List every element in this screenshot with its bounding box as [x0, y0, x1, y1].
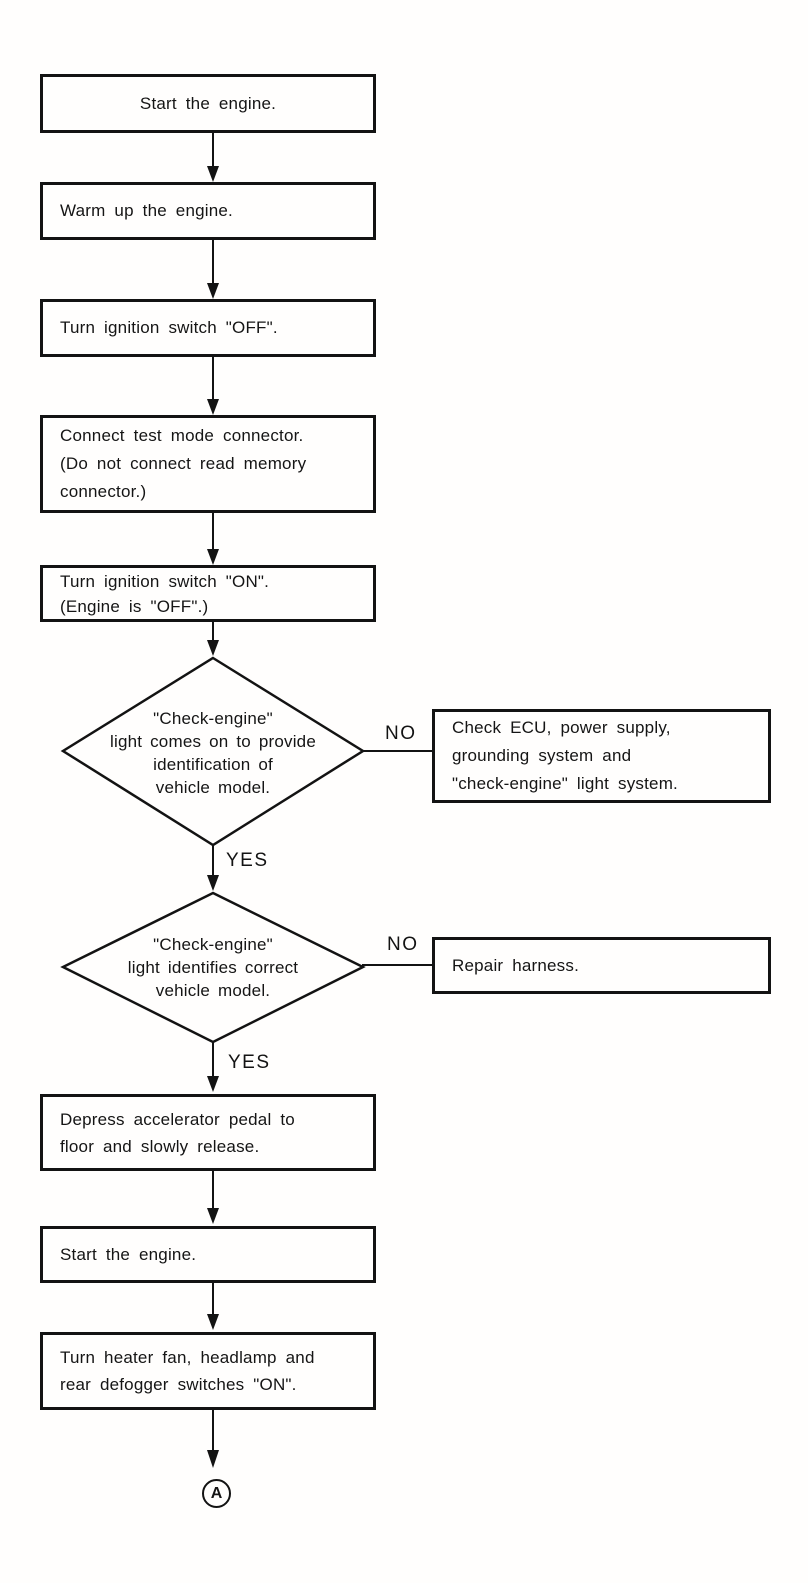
connector-a-label: A [210, 1484, 223, 1502]
label-no-decision1: NO [385, 723, 417, 744]
process-depress-accelerator: Depress accelerator pedal to floor and s… [40, 1094, 376, 1171]
process-start-engine-2: Start the engine. [40, 1226, 376, 1283]
process-text: Depress accelerator pedal to [60, 1109, 295, 1129]
decision-text-line: "Check-engine" [153, 709, 273, 728]
arrow-decision1-to-decision2 [207, 845, 219, 891]
decision-text-line: vehicle model. [155, 981, 271, 1000]
process-ignition-on: Turn ignition switch "ON". (Engine is "O… [40, 565, 376, 622]
process-text: connector.) [60, 482, 147, 501]
label-yes-decision1: YES [226, 850, 269, 871]
decision1-diamond-shape [60, 656, 366, 847]
action-text: Check ECU, power supply, [452, 718, 671, 737]
process-text: Start the engine. [139, 93, 277, 113]
arrow-start2-to-heater [207, 1283, 219, 1330]
process-text: Warm up the engine. [60, 201, 233, 220]
process-heater-fan-on: Turn heater fan, headlamp and rear defog… [40, 1332, 376, 1410]
decision2-text: "Check-engine" light identifies correct … [78, 933, 348, 1002]
action-repair-harness: Repair harness. [432, 937, 771, 994]
decision1-text: "Check-engine" light comes on to provide… [78, 707, 348, 799]
process-text: (Engine is "OFF".) [60, 596, 209, 616]
action-text: grounding system and [452, 746, 632, 765]
process-text: Connect test mode connector. [60, 426, 304, 445]
arrow-heater-to-connector-a [207, 1410, 219, 1468]
decision-text-line: light identifies correct [127, 958, 299, 977]
arrow-ignitionoff-to-connect [207, 357, 219, 415]
label-yes-decision2: YES [228, 1052, 271, 1073]
arrow-warmup-to-ignitionoff [207, 240, 219, 299]
arrow-ignitionon-to-decision1 [207, 622, 219, 656]
decision2-diamond-shape [60, 891, 366, 1044]
action-text: Repair harness. [452, 955, 580, 975]
process-warm-up-engine: Warm up the engine. [40, 182, 376, 240]
process-text: Start the engine. [60, 1244, 197, 1264]
decision-text-line: "Check-engine" [153, 935, 273, 954]
decision-text-line: light comes on to provide [110, 732, 316, 751]
process-text: rear defogger switches "ON". [60, 1375, 297, 1394]
connector-a: A [202, 1479, 231, 1508]
action-check-ecu: Check ECU, power supply, grounding syste… [432, 709, 771, 803]
process-text: Turn ignition switch "ON". [60, 571, 270, 591]
process-ignition-off: Turn ignition switch "OFF". [40, 299, 376, 357]
arrow-decision2-to-depress [207, 1042, 219, 1092]
process-start-engine-1: Start the engine. [40, 74, 376, 133]
decision-text-line: vehicle model. [155, 778, 271, 797]
decision-text-line: identification of [153, 755, 273, 774]
action-text: "check-engine" light system. [452, 774, 678, 793]
process-text: (Do not connect read memory [60, 454, 307, 473]
arrow-start-to-warmup [207, 133, 219, 182]
arrow-connect-to-ignitionon [207, 513, 219, 565]
arrow-depress-to-start2 [207, 1171, 219, 1224]
label-no-decision2: NO [387, 934, 419, 955]
process-text: Turn heater fan, headlamp and [60, 1348, 315, 1367]
process-text: floor and slowly release. [60, 1136, 260, 1156]
process-text: Turn ignition switch "OFF". [60, 318, 278, 337]
process-connect-test-mode: Connect test mode connector. (Do not con… [40, 415, 376, 513]
